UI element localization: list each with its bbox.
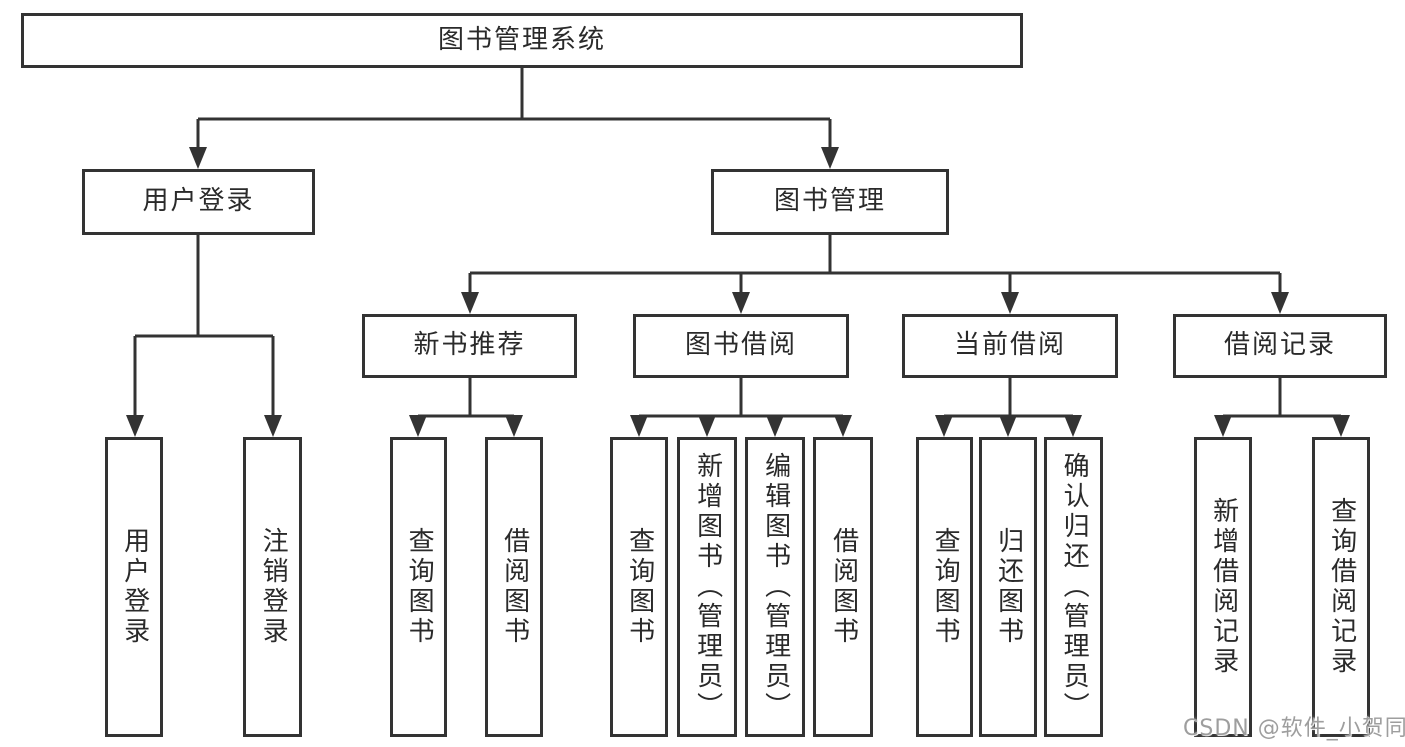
arrowhead [1271,292,1289,314]
arrowhead [1064,415,1082,437]
arrowhead [821,147,839,169]
leaf-borrow-borrow-book: 借阅图书 [813,437,873,737]
arrowhead [1332,415,1350,437]
arrowhead [834,415,852,437]
leaf-current-confirm-return-admin: 确认归还（管理员） [1044,437,1103,737]
arrowhead [732,292,750,314]
arrowhead [766,415,784,437]
arrowhead [264,415,282,437]
node-user-login: 用户登录 [82,169,315,235]
arrowhead [126,415,144,437]
node-root-system: 图书管理系统 [21,13,1023,68]
leaf-current-return-book: 归还图书 [979,437,1037,737]
arrowhead [1214,415,1232,437]
node-book-management: 图书管理 [711,169,949,235]
connector-new-book-recommend-to-leaves [409,378,523,437]
connector-book-borrow-to-leaves [630,378,852,437]
leaf-logout: 注销登录 [243,437,302,737]
connector-root-to-level2 [189,68,839,169]
node-book-borrow: 图书借阅 [633,314,849,378]
arrowhead [999,415,1017,437]
node-current-borrow: 当前借阅 [902,314,1118,378]
leaf-recommend-borrow-book: 借阅图书 [485,437,543,737]
arrowhead [698,415,716,437]
leaf-borrow-query-book: 查询图书 [610,437,668,737]
arrowhead [461,292,479,314]
connector-current-borrow-to-leaves [935,378,1082,437]
leaf-borrow-edit-book-admin: 编辑图书（管理员） [745,437,805,737]
arrowhead [409,415,427,437]
connector-borrow-records-to-leaves [1214,378,1350,437]
connector-user-login-to-leaves [126,235,282,437]
node-borrow-records: 借阅记录 [1173,314,1387,378]
leaf-records-add-record: 新增借阅记录 [1194,437,1252,737]
arrowhead [189,147,207,169]
node-new-book-recommend: 新书推荐 [362,314,577,378]
connector-book-management-to-level3 [461,235,1289,314]
arrowhead [1001,292,1019,314]
arrowhead [630,415,648,437]
leaf-borrow-add-book-admin: 新增图书（管理员） [677,437,737,737]
leaf-records-query-record: 查询借阅记录 [1312,437,1370,737]
leaf-user-login: 用户登录 [105,437,163,737]
leaf-recommend-query-book: 查询图书 [390,437,447,737]
arrowhead [505,415,523,437]
csdn-watermark: CSDN @软件_小贺同学 [1183,716,1405,741]
arrowhead [935,415,953,437]
leaf-current-query-book: 查询图书 [916,437,973,737]
